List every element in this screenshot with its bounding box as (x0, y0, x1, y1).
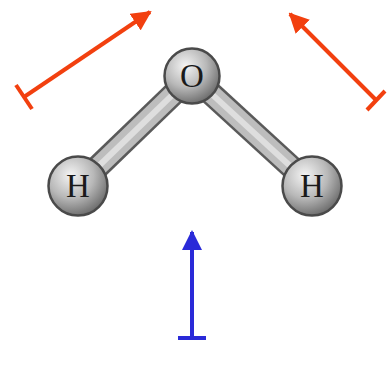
bond-outline (97, 93, 174, 167)
atom-circle: H (47, 155, 109, 217)
bond-highlight (97, 93, 174, 167)
atom-symbol: H (281, 155, 343, 217)
atom-circle: O (163, 47, 221, 105)
net-dipole-arrow (178, 232, 206, 338)
atom-symbol: O (163, 47, 221, 105)
bond-dipole-arrow (16, 12, 150, 109)
bond-outline (210, 93, 292, 168)
bond-highlight (210, 93, 292, 168)
covalent-bond (97, 93, 174, 167)
atom-circle: H (281, 155, 343, 217)
bond-dipole-arrow (290, 14, 385, 110)
covalent-bond (210, 93, 292, 168)
atom-symbol: H (47, 155, 109, 217)
